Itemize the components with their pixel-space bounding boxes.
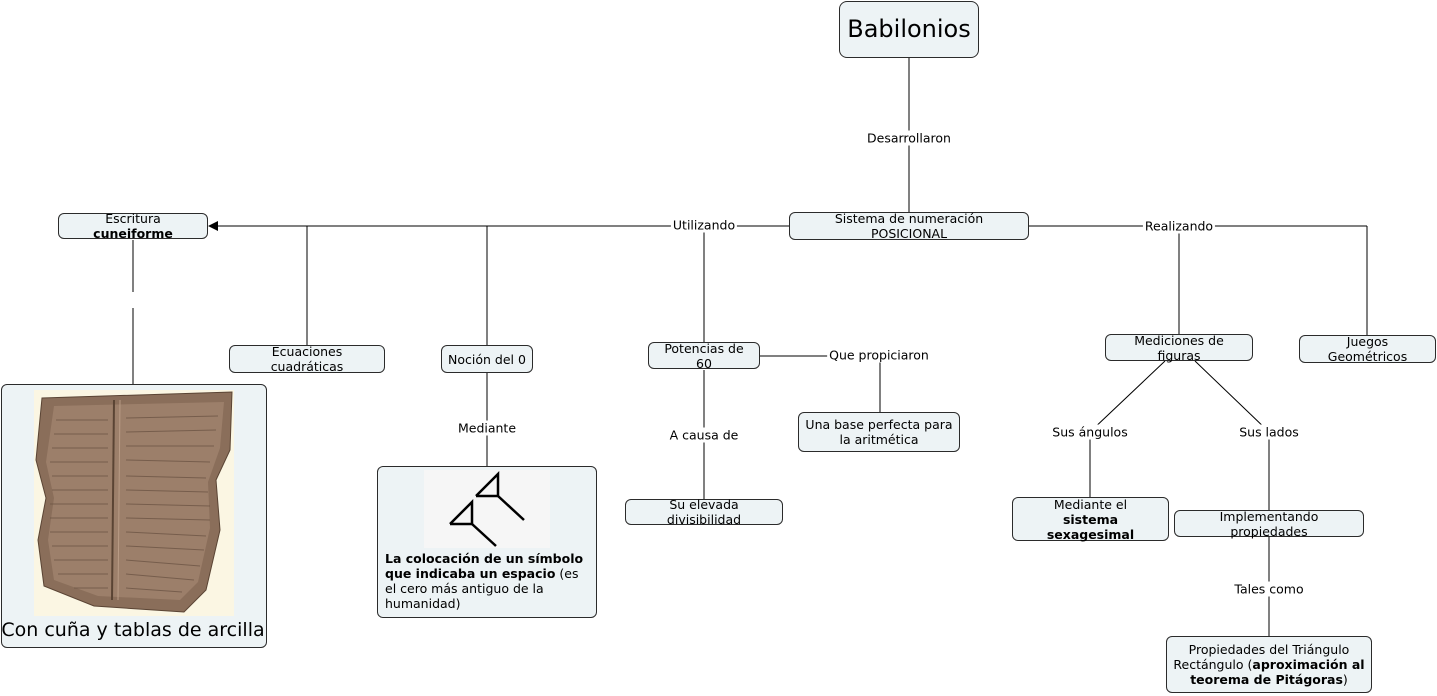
node-juegos-label: Juegos Geométricos (1327, 334, 1408, 364)
clay-tablet-image (34, 390, 234, 616)
node-potencias-de-60[interactable]: Potencias de 60 (648, 340, 760, 371)
node-escritura-label: Escritura cuneiforme (93, 211, 173, 241)
tablet-caption: Con cuña y tablas de arcilla (1, 619, 265, 641)
node-potencias-label: Potencias de 60 (664, 340, 744, 371)
arrowhead-icon (208, 221, 218, 231)
node-ecuaciones-cuadraticas[interactable]: Ecuaciones cuadráticas (229, 344, 385, 374)
node-implementando-propiedades[interactable]: Implementando propiedades (1174, 508, 1364, 539)
node-sistema-posicional[interactable]: Sistema de numeración POSICIONAL (789, 211, 1029, 241)
line-gap (128, 292, 138, 308)
link-label-realizando: Realizando (1142, 218, 1216, 234)
link-label-desarrollaron: Desarrollaron (865, 130, 953, 146)
node-implementando-label: Implementando propiedades (1219, 508, 1319, 539)
link-label-que-propiciaron: Que propiciaron (827, 347, 931, 363)
node-mediciones-de-figuras[interactable]: Mediciones de figuras (1105, 332, 1253, 363)
node-base-perfecta[interactable]: Una base perfecta para la aritmética (798, 412, 960, 452)
babylonian-zero-symbol-icon (424, 470, 550, 548)
node-triangulo-label: Propiedades del Triángulo Rectángulo (ap… (1173, 642, 1365, 687)
link-label-tales-como: Tales como (1232, 581, 1306, 597)
node-nocion-del-0[interactable]: Noción del 0 (441, 345, 533, 373)
node-babilonios[interactable]: Babilonios (839, 1, 979, 58)
zero-description: La colocación de un símbolo que indicaba… (385, 551, 584, 611)
node-ecuaciones-label: Ecuaciones cuadráticas (270, 344, 344, 374)
node-elevada-divisibilidad[interactable]: Su elevada divisibilidad (625, 497, 783, 527)
node-nocion-label: Noción del 0 (448, 351, 526, 367)
node-escritura-cuneiforme[interactable]: Escritura cuneiforme (58, 211, 208, 241)
link-label-a-causa-de: A causa de (667, 427, 741, 443)
node-triangulo-rectangulo[interactable]: Propiedades del Triángulo Rectángulo (ap… (1166, 636, 1372, 693)
node-base-perfecta-label: Una base perfecta para la aritmética (805, 417, 953, 447)
link-label-sus-angulos: Sus ángulos (1050, 424, 1130, 440)
link-label-sus-lados: Sus lados (1237, 424, 1301, 440)
link-label-mediante: Mediante (455, 420, 519, 436)
node-juegos-geometricos[interactable]: Juegos Geométricos (1299, 334, 1436, 364)
node-mediciones-label: Mediciones de figuras (1134, 332, 1224, 363)
node-divisibilidad-label: Su elevada divisibilidad (666, 497, 742, 527)
node-sistema-label: Sistema de numeración POSICIONAL (834, 211, 984, 241)
link-label-utilizando: Utilizando (670, 217, 738, 233)
node-babilonios-label: Babilonios (847, 15, 971, 43)
